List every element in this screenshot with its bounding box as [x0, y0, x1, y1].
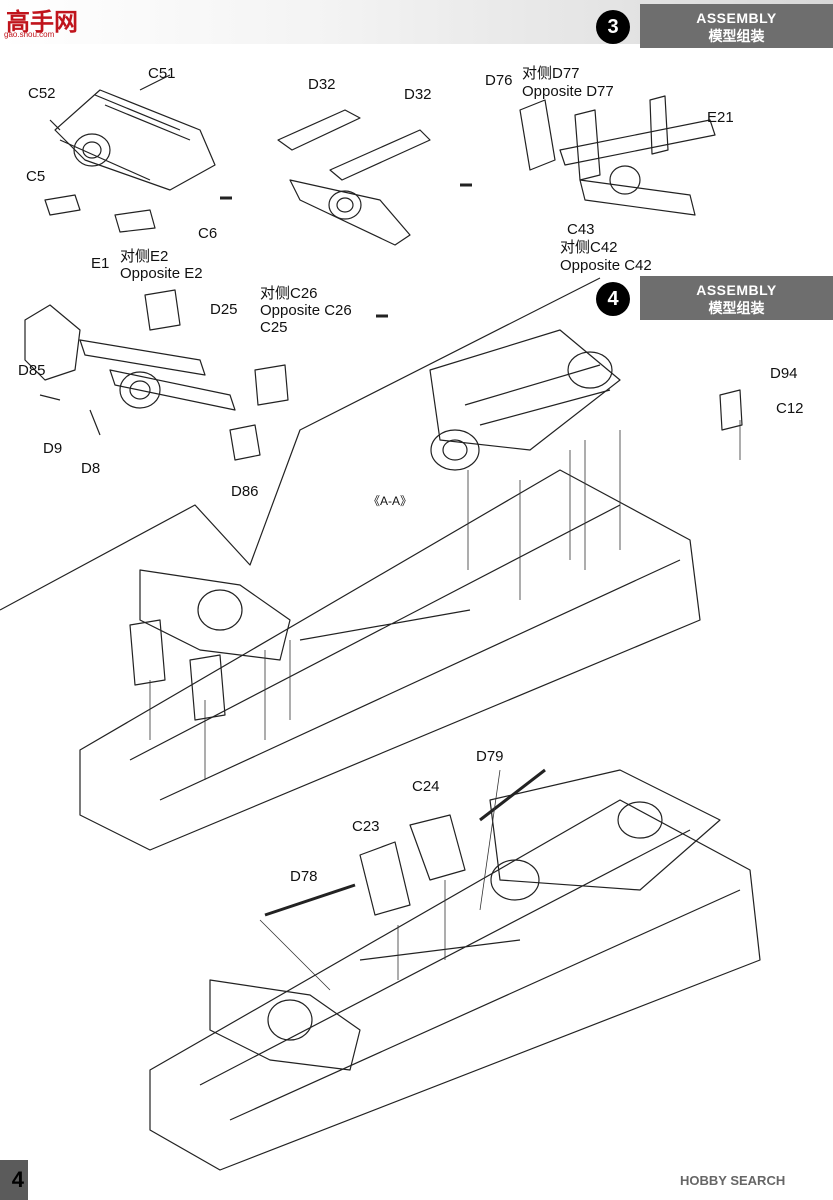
label-d9: D9: [43, 440, 63, 457]
label-d94: D94: [770, 365, 798, 382]
label-d77-cn: 对侧D77: [522, 65, 580, 82]
step-4-title-en: ASSEMBLY: [696, 282, 777, 298]
label-d85: D85: [18, 362, 46, 379]
label-c26-cn: 对侧C26: [260, 285, 318, 302]
label-d32-left: D32: [308, 76, 336, 93]
step-4-number: 4: [596, 282, 630, 316]
label-d78: D78: [290, 868, 318, 885]
label-c25: C25: [260, 319, 288, 336]
footer-brand: HOBBY SEARCH: [680, 1173, 786, 1188]
label-d25: D25: [210, 301, 238, 318]
label-e2-cn: 对侧E2: [120, 248, 169, 265]
step-3-number: 3: [596, 10, 630, 44]
label-c5: C5: [26, 168, 46, 185]
page-number: 4: [0, 1160, 28, 1200]
label-d86: D86: [231, 483, 259, 500]
label-c43: C43: [567, 221, 595, 238]
label-section-aa: 《A-A》: [368, 494, 413, 508]
label-c6: C6: [198, 225, 218, 242]
label-c52: C52: [28, 85, 56, 102]
label-d77-en: Opposite D77: [522, 83, 614, 100]
step-3-title-en: ASSEMBLY: [696, 10, 777, 26]
label-c12: C12: [776, 400, 804, 417]
step-3-banner: ASSEMBLY 模型组装: [640, 4, 833, 48]
label-d8: D8: [81, 460, 101, 477]
label-e1: E1: [91, 255, 110, 272]
label-d76: D76: [485, 72, 513, 89]
label-d32-right: D32: [404, 86, 432, 103]
label-c26-en: Opposite C26: [260, 302, 352, 319]
step-4-title-cn: 模型组装: [708, 300, 765, 316]
label-d79: D79: [476, 748, 504, 765]
label-e21: E21: [707, 109, 734, 126]
label-c42-en: Opposite C42: [560, 257, 652, 274]
label-c42-cn: 对侧C42: [560, 239, 618, 256]
label-c24: C24: [412, 778, 440, 795]
label-c23: C23: [352, 818, 380, 835]
step-3-title-cn: 模型组装: [708, 28, 765, 44]
label-e2-en: Opposite E2: [120, 265, 203, 282]
label-c51: C51: [148, 65, 176, 82]
watermark-logo: 高手网: [6, 9, 78, 36]
step-4-banner: ASSEMBLY 模型组装: [640, 276, 833, 320]
watermark-url: gao.shou.com: [4, 30, 55, 39]
